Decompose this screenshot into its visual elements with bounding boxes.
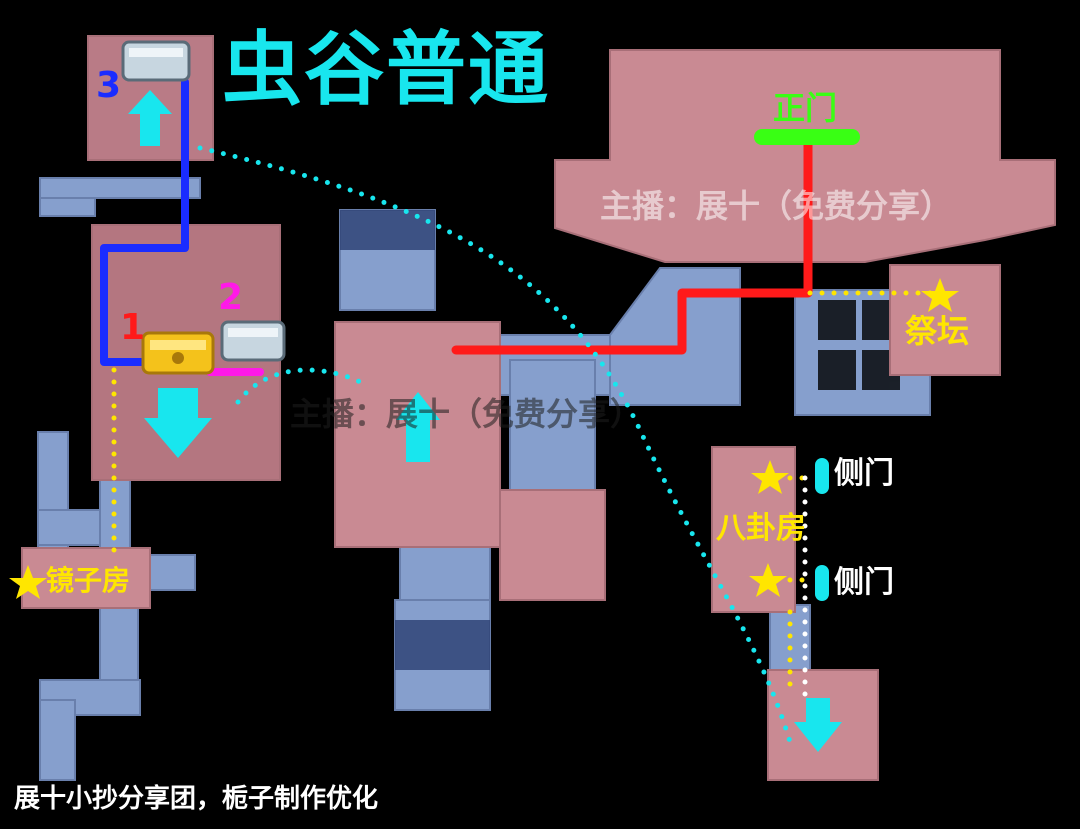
side-gate-bottom-label: 侧门 (834, 565, 894, 600)
main-gate-label: 正门 (773, 89, 838, 127)
star-icon (921, 278, 959, 312)
footer-credit: 展十小抄分享团，栀子制作优化 (14, 784, 379, 814)
altar-label: 祭坛 (905, 312, 970, 350)
dotted-cyan (197, 145, 793, 745)
route-step-3: 3 (96, 65, 122, 106)
arrow-down-icon (144, 388, 212, 458)
dotted-yellow (111, 290, 943, 693)
arrow-up-icon (128, 90, 172, 146)
side-gate-bar-top (815, 458, 829, 494)
chest-gold-icon (141, 331, 215, 375)
route-step-2: 2 (218, 277, 244, 318)
side-gate-bar-bottom (815, 565, 829, 601)
watermark-text: 主播：展十（免费分享） (600, 187, 953, 225)
route-step-1: 1 (120, 307, 146, 348)
mirror-room-label: 镜子房 (46, 564, 131, 597)
star-icon (749, 563, 787, 597)
corridor-shadows (340, 210, 900, 670)
arrow-down-icon (794, 698, 842, 752)
arrow-up-icon (396, 392, 440, 462)
star-icon (9, 565, 47, 599)
chest-silver-icon (220, 320, 286, 362)
star-icon (751, 460, 789, 494)
map-title: 虫谷普通 (222, 23, 550, 116)
route-blue (100, 78, 189, 366)
route-red (451, 140, 813, 355)
chest-silver-icon (121, 40, 191, 82)
watermark-text-overlay: 主播：展十（免费分享） (290, 395, 643, 433)
side-gate-top-label: 侧门 (834, 456, 894, 491)
bagua-room-label: 八卦房 (716, 511, 806, 546)
